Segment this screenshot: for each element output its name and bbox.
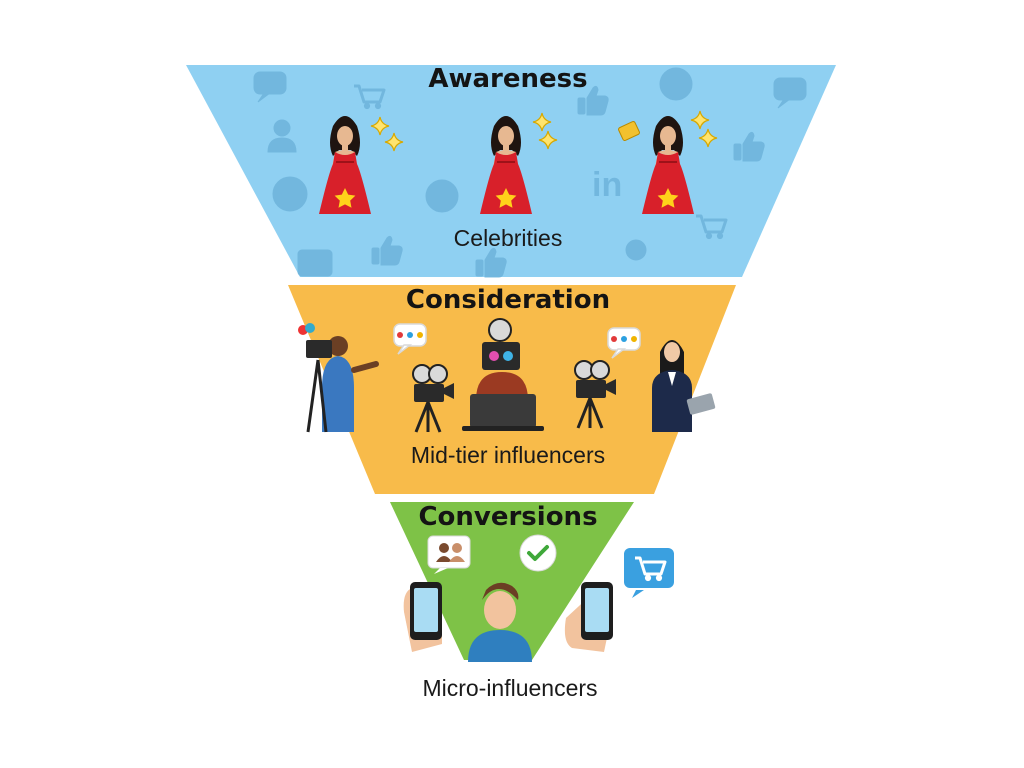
celebrities-illustration xyxy=(318,110,718,215)
consideration-stage: Consideration Mid-tier influencers xyxy=(288,285,736,494)
stage-title-awareness: Awareness xyxy=(428,64,587,94)
stage-label-mid-tier: Mid-tier influencers xyxy=(411,442,605,468)
checkmark-icon xyxy=(519,534,557,572)
smiley-icon xyxy=(272,176,308,212)
smartphone-icon xyxy=(564,582,613,652)
linkedin-icon: in xyxy=(592,166,622,204)
awareness-watermark-icons: in xyxy=(253,67,807,278)
camera-operator-icon xyxy=(298,323,379,433)
speech-bubble-icon xyxy=(607,327,641,359)
cart-icon xyxy=(624,548,674,598)
smartphone-icon xyxy=(403,582,442,652)
stage-title-consideration: Consideration xyxy=(406,285,610,315)
presenter-icon xyxy=(652,340,716,432)
conversions-stage: Conversions Micro-influencers xyxy=(390,502,674,701)
awareness-stage: in Awareness Celebrities xyxy=(186,64,836,278)
mid-tier-illustration xyxy=(298,318,716,434)
share-icon xyxy=(625,239,647,261)
checkmark-icon xyxy=(425,179,459,213)
micro-illustration xyxy=(403,534,674,662)
smiley-icon xyxy=(659,67,693,101)
speech-bubble-icon xyxy=(393,323,427,355)
laptop-vlogger-icon xyxy=(462,318,544,431)
stage-title-conversions: Conversions xyxy=(418,502,597,532)
stage-label-celebrities: Celebrities xyxy=(454,225,563,251)
users-icon xyxy=(427,535,471,574)
camera-icon xyxy=(297,249,333,277)
stage-label-micro: Micro-influencers xyxy=(422,675,597,701)
card-icon xyxy=(618,121,640,141)
user-icon xyxy=(468,582,532,662)
